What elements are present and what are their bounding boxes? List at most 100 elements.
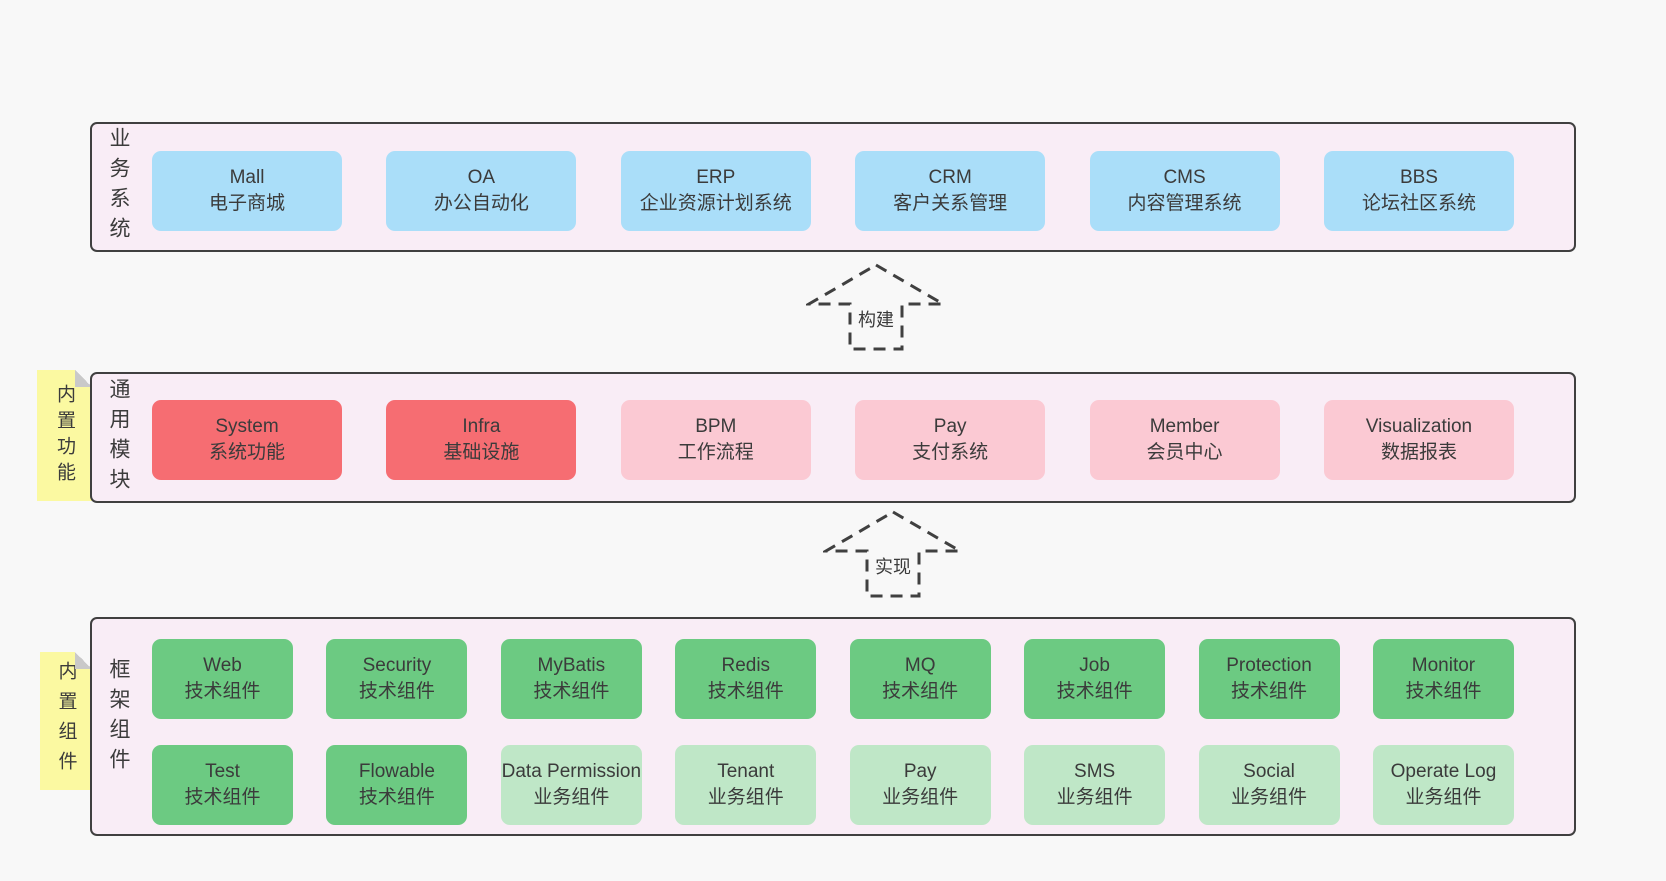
module-bpm: BPM 工作流程: [620, 400, 811, 480]
arrow-implement-label: 实现: [871, 556, 915, 578]
module-member: Member 会员中心: [1089, 400, 1280, 480]
component-title: Web: [203, 655, 242, 676]
component-sms: SMS 业务组件: [1024, 745, 1166, 825]
component-subtitle: 技术组件: [533, 681, 610, 702]
module-subtitle: 数据报表: [1380, 442, 1457, 463]
module-title: BPM: [695, 416, 737, 437]
component-flowable: Flowable 技术组件: [326, 745, 468, 825]
sticky-note-text: 内置组件: [55, 661, 77, 781]
component-title: Monitor: [1411, 655, 1476, 676]
component-title: MyBatis: [537, 655, 606, 676]
module-erp: ERP 企业资源计划系统: [620, 151, 811, 231]
module-subtitle: 会员中心: [1146, 442, 1223, 463]
band-business-label: 业务系统: [107, 127, 130, 247]
component-test: Test 技术组件: [152, 745, 293, 825]
business-box-row: Mall 电子商城 OA 办公自动化 ERP 企业资源计划系统 CRM 客户关系…: [152, 151, 1514, 231]
module-subtitle: 支付系统: [912, 442, 989, 463]
component-subtitle: 技术组件: [358, 787, 435, 808]
framework-box-row-2: Test 技术组件 Flowable 技术组件 Data Permission …: [152, 745, 1514, 825]
band-framework-components: 框架组件 Web 技术组件 Security 技术组件 MyBatis 技术组件…: [90, 617, 1576, 836]
component-title: Job: [1079, 655, 1110, 676]
band-business-systems: 业务系统 Mall 电子商城 OA 办公自动化 ERP 企业资源计划系统 CRM…: [90, 122, 1576, 252]
band-common-label: 通用模块: [107, 377, 130, 498]
arrow-implement: 实现: [823, 509, 963, 599]
component-subtitle: 技术组件: [1056, 681, 1133, 702]
module-title: OA: [467, 167, 496, 188]
arrow-build-label: 构建: [854, 309, 898, 331]
component-data-permission: Data Permission 业务组件: [500, 745, 642, 825]
component-subtitle: 业务组件: [533, 787, 610, 808]
dashed-up-arrow-icon: [806, 263, 946, 351]
component-protection: Protection 技术组件: [1198, 639, 1340, 719]
module-subtitle: 客户关系管理: [893, 193, 1008, 214]
component-title: SMS: [1074, 761, 1116, 782]
module-subtitle: 办公自动化: [433, 193, 529, 214]
module-crm: CRM 客户关系管理: [855, 151, 1046, 231]
module-title: Mall: [229, 167, 265, 188]
component-title: Pay: [903, 761, 937, 782]
component-title: Social: [1243, 761, 1295, 782]
module-subtitle: 论坛社区系统: [1361, 193, 1476, 214]
component-title: Security: [362, 655, 432, 676]
component-subtitle: 业务组件: [1405, 787, 1482, 808]
component-mybatis: MyBatis 技术组件: [500, 639, 642, 719]
module-subtitle: 工作流程: [677, 442, 754, 463]
component-title: Flowable: [358, 761, 435, 782]
module-title: CRM: [928, 167, 972, 188]
component-security: Security 技术组件: [326, 639, 468, 719]
module-subtitle: 系统功能: [208, 442, 285, 463]
component-social: Social 业务组件: [1198, 745, 1340, 825]
module-title: Infra: [462, 416, 501, 437]
module-subtitle: 内容管理系统: [1127, 193, 1242, 214]
module-title: Member: [1149, 416, 1220, 437]
component-subtitle: 技术组件: [184, 787, 261, 808]
component-title: Operate Log: [1390, 761, 1497, 782]
module-visualization: Visualization 数据报表: [1323, 400, 1514, 480]
component-mq: MQ 技术组件: [849, 639, 991, 719]
component-operate-log: Operate Log 业务组件: [1372, 745, 1514, 825]
module-infra: Infra 基础设施: [386, 400, 577, 480]
component-subtitle: 业务组件: [1056, 787, 1133, 808]
component-subtitle: 业务组件: [882, 787, 959, 808]
module-title: Visualization: [1365, 416, 1473, 437]
module-subtitle: 企业资源计划系统: [639, 193, 792, 214]
component-title: Protection: [1226, 655, 1312, 676]
component-subtitle: 技术组件: [882, 681, 959, 702]
module-title: CMS: [1163, 167, 1206, 188]
component-title: Redis: [721, 655, 771, 676]
component-title: Data Permission: [501, 761, 642, 782]
component-subtitle: 技术组件: [707, 681, 784, 702]
module-oa: OA 办公自动化: [386, 151, 577, 231]
module-title: Pay: [933, 416, 967, 437]
component-title: Test: [205, 761, 240, 782]
module-mall: Mall 电子商城: [152, 151, 342, 231]
component-title: Tenant: [717, 761, 775, 782]
dashed-up-arrow-icon: [823, 510, 963, 598]
component-subtitle: 技术组件: [1231, 681, 1308, 702]
band-framework-label: 框架组件: [107, 657, 130, 778]
component-redis: Redis 技术组件: [675, 639, 817, 719]
module-system: System 系统功能: [152, 400, 342, 480]
component-title: MQ: [904, 655, 936, 676]
module-bbs: BBS 论坛社区系统: [1323, 151, 1514, 231]
component-tenant: Tenant 业务组件: [675, 745, 817, 825]
component-pay: Pay 业务组件: [849, 745, 991, 825]
module-title: ERP: [696, 167, 736, 188]
framework-box-row-1: Web 技术组件 Security 技术组件 MyBatis 技术组件 Redi…: [152, 639, 1514, 719]
sticky-note-builtin-features: 内置功能: [37, 370, 92, 501]
module-pay: Pay 支付系统: [855, 400, 1046, 480]
module-subtitle: 基础设施: [443, 442, 520, 463]
module-subtitle: 电子商城: [208, 193, 285, 214]
component-web: Web 技术组件: [152, 639, 293, 719]
component-subtitle: 业务组件: [1231, 787, 1308, 808]
component-subtitle: 业务组件: [707, 787, 784, 808]
sticky-note-builtin-components: 内置组件: [40, 652, 92, 790]
module-cms: CMS 内容管理系统: [1089, 151, 1280, 231]
component-subtitle: 技术组件: [184, 681, 261, 702]
component-monitor: Monitor 技术组件: [1372, 639, 1514, 719]
component-job: Job 技术组件: [1024, 639, 1166, 719]
arrow-build: 构建: [806, 262, 946, 352]
component-subtitle: 技术组件: [358, 681, 435, 702]
band-common-modules: 通用模块 System 系统功能 Infra 基础设施 BPM 工作流程 Pay…: [90, 372, 1576, 503]
